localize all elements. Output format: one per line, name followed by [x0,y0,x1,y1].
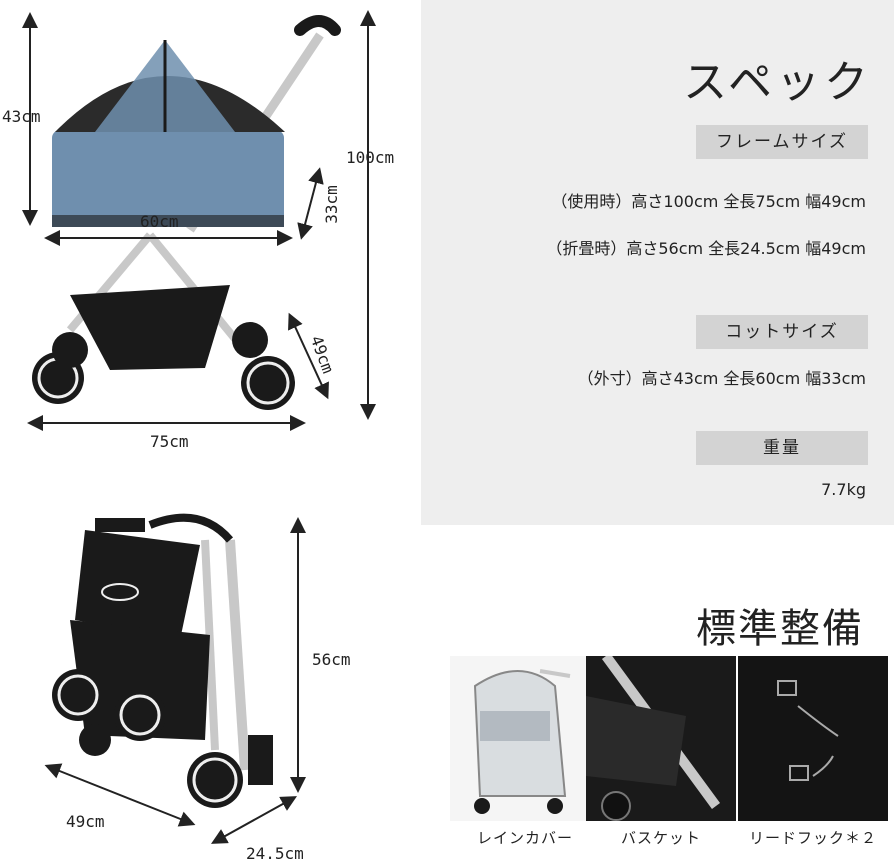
dim-cot-length: 60cm [140,212,179,231]
dim-cot-height: 43cm [2,107,41,126]
weight-tag: 重量 [696,431,868,465]
cot-size-tag: コットサイズ [696,315,868,349]
dim-folded-height: 56cm [312,650,351,669]
frame-folded-line: （折畳時）高さ56cm 全長24.5cm 幅49cm [546,239,866,258]
stroller-folded-illustration [44,513,306,844]
accessories-heading: 標準整備 [696,606,864,652]
frame-size-tag: フレームサイズ [696,125,868,159]
lead-hook-image [738,656,888,821]
stroller-open-illustration [22,10,376,431]
dim-total-height: 100cm [346,148,395,167]
spec-title: スペック [683,57,872,108]
dim-folded-width: 49cm [66,812,105,831]
rain-cover-image [450,656,600,821]
basket-image [586,656,736,821]
spec-panel: スペック フレームサイズ （使用時）高さ100cm 全長75cm 幅49cm （… [421,0,894,525]
dim-folded-length: 24.5cm [246,844,304,863]
cot-outer-line: （外寸）高さ43cm 全長60cm 幅33cm [577,369,866,388]
dim-total-length: 75cm [150,432,189,451]
weight-value: 7.7kg [821,480,866,499]
basket-caption: バスケット [620,829,701,847]
rain-cover-caption: レインカバー [476,829,573,847]
lead-hook-caption: リードフック＊２ [748,829,877,847]
dim-cot-width: 33cm [321,185,341,224]
frame-in-use-line: （使用時）高さ100cm 全長75cm 幅49cm [551,192,866,211]
